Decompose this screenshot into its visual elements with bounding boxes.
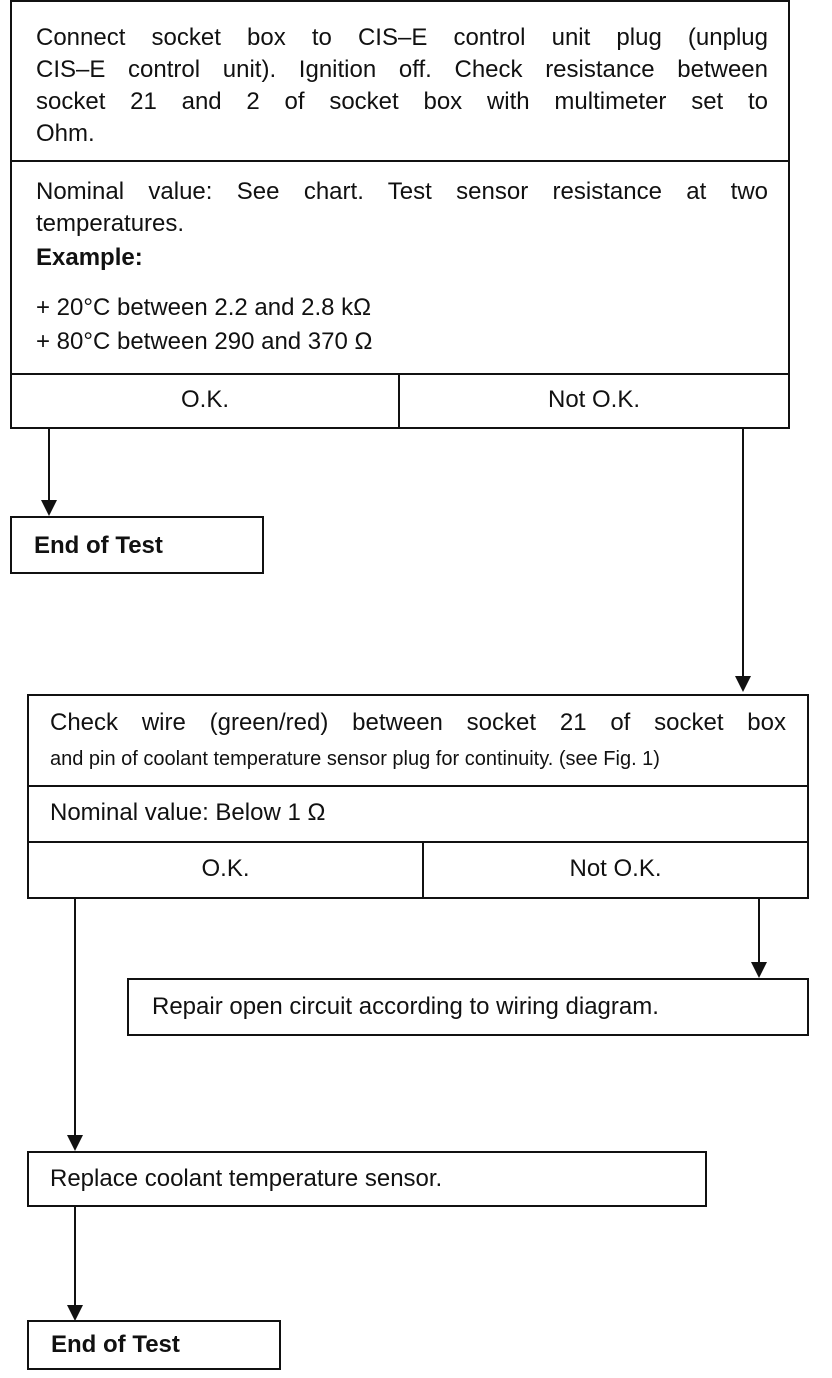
step1-not-ok-label: Not O.K.: [547, 386, 641, 413]
end-of-test-box: [10, 516, 264, 574]
step1-ok-label: O.K.: [180, 386, 229, 413]
step2-instruction-box: [27, 694, 809, 787]
step2-nominal-value: Nominal value: Below 1 Ω: [50, 799, 326, 826]
step2-instruction-line-1: Check wire (green/red) between socket 21…: [50, 709, 786, 736]
connector-line: [758, 899, 760, 963]
step1-instruction-line-4: Ohm.: [36, 120, 95, 147]
step1-nominal-line-2: temperatures.: [36, 210, 185, 237]
end-of-test-box: [27, 1320, 281, 1370]
step2-ok-cell: [27, 841, 424, 899]
step1-nominal-box: [10, 160, 790, 375]
step1-nominal-line-1: Nominal value: See chart. Test sensor re…: [36, 178, 768, 205]
connector-line: [74, 899, 76, 1138]
step1-example-label: Example:: [36, 244, 143, 271]
step2-not-ok-label: Not O.K.: [569, 855, 662, 882]
arrow-down-icon: [41, 500, 57, 516]
step1-ok-cell: [10, 373, 400, 429]
step1-not-ok-cell: [398, 373, 790, 429]
step1-instruction-box: [10, 0, 790, 162]
replace-action-box: [27, 1151, 707, 1207]
step2-ok-label: O.K.: [201, 855, 250, 882]
step2-not-ok-cell: [422, 841, 809, 899]
end-of-test-label: End of Test: [34, 532, 163, 559]
step1-example-value-1: + 20°C between 2.2 and 2.8 kΩ: [36, 294, 372, 321]
step1-instruction-line-1: Connect socket box to CIS–E control unit…: [36, 24, 768, 51]
repair-action-label: Repair open circuit according to wiring …: [152, 993, 659, 1020]
step2-nominal-box: [27, 785, 809, 843]
end-of-test-label: End of Test: [51, 1331, 180, 1358]
replace-action-label: Replace coolant temperature sensor.: [50, 1165, 443, 1192]
step2-instruction-line-2: and pin of coolant temperature sensor pl…: [50, 748, 660, 770]
repair-action-box: [127, 978, 809, 1036]
arrow-down-icon: [67, 1305, 83, 1321]
step1-instruction-line-2: CIS–E control unit). Ignition off. Check…: [36, 56, 768, 83]
arrow-down-icon: [751, 962, 767, 978]
step1-example-value-2: + 80°C between 290 and 370 Ω: [36, 328, 373, 355]
connector-line: [742, 429, 744, 676]
step1-instruction-line-3: socket 21 and 2 of socket box with multi…: [36, 88, 768, 115]
connector-line: [74, 1207, 76, 1307]
arrow-down-icon: [67, 1135, 83, 1151]
connector-line: [48, 429, 50, 502]
arrow-down-icon: [735, 676, 751, 692]
